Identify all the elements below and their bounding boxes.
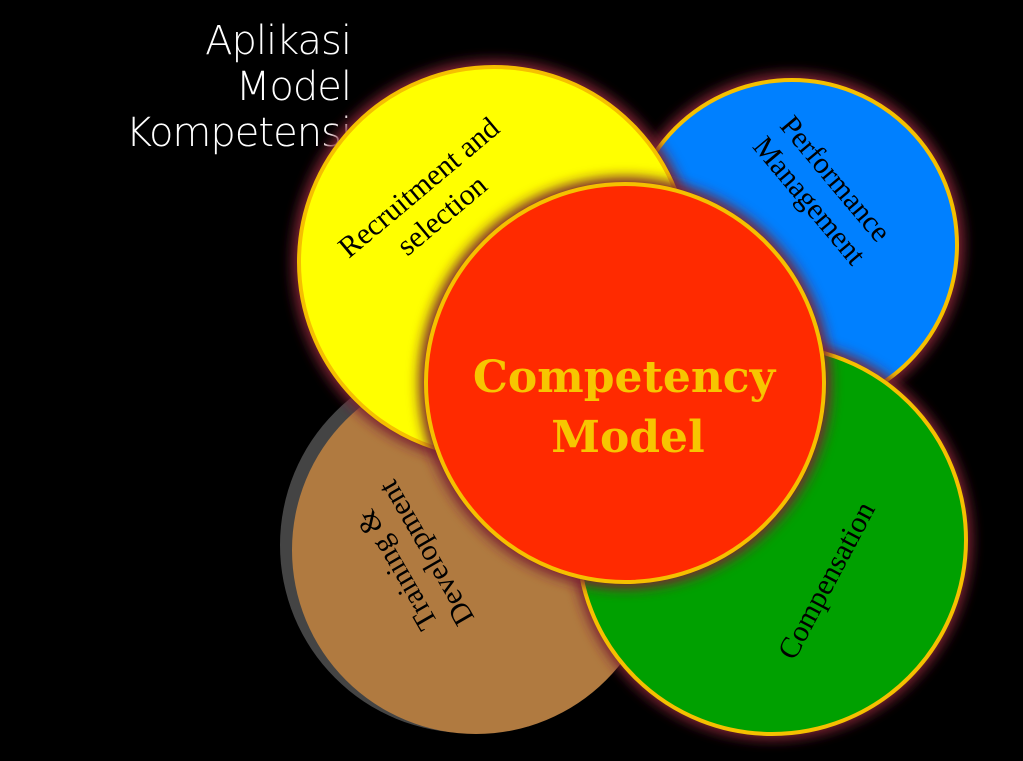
center-label-1: Competency — [473, 352, 777, 403]
slide-title: Aplikasi Model Kompetensi — [0, 18, 352, 156]
title-line-1: Aplikasi — [205, 18, 352, 64]
center-label-2: Model — [551, 412, 705, 463]
center-circle — [424, 182, 826, 584]
title-line-2: Model Kompetensi — [125, 64, 352, 156]
